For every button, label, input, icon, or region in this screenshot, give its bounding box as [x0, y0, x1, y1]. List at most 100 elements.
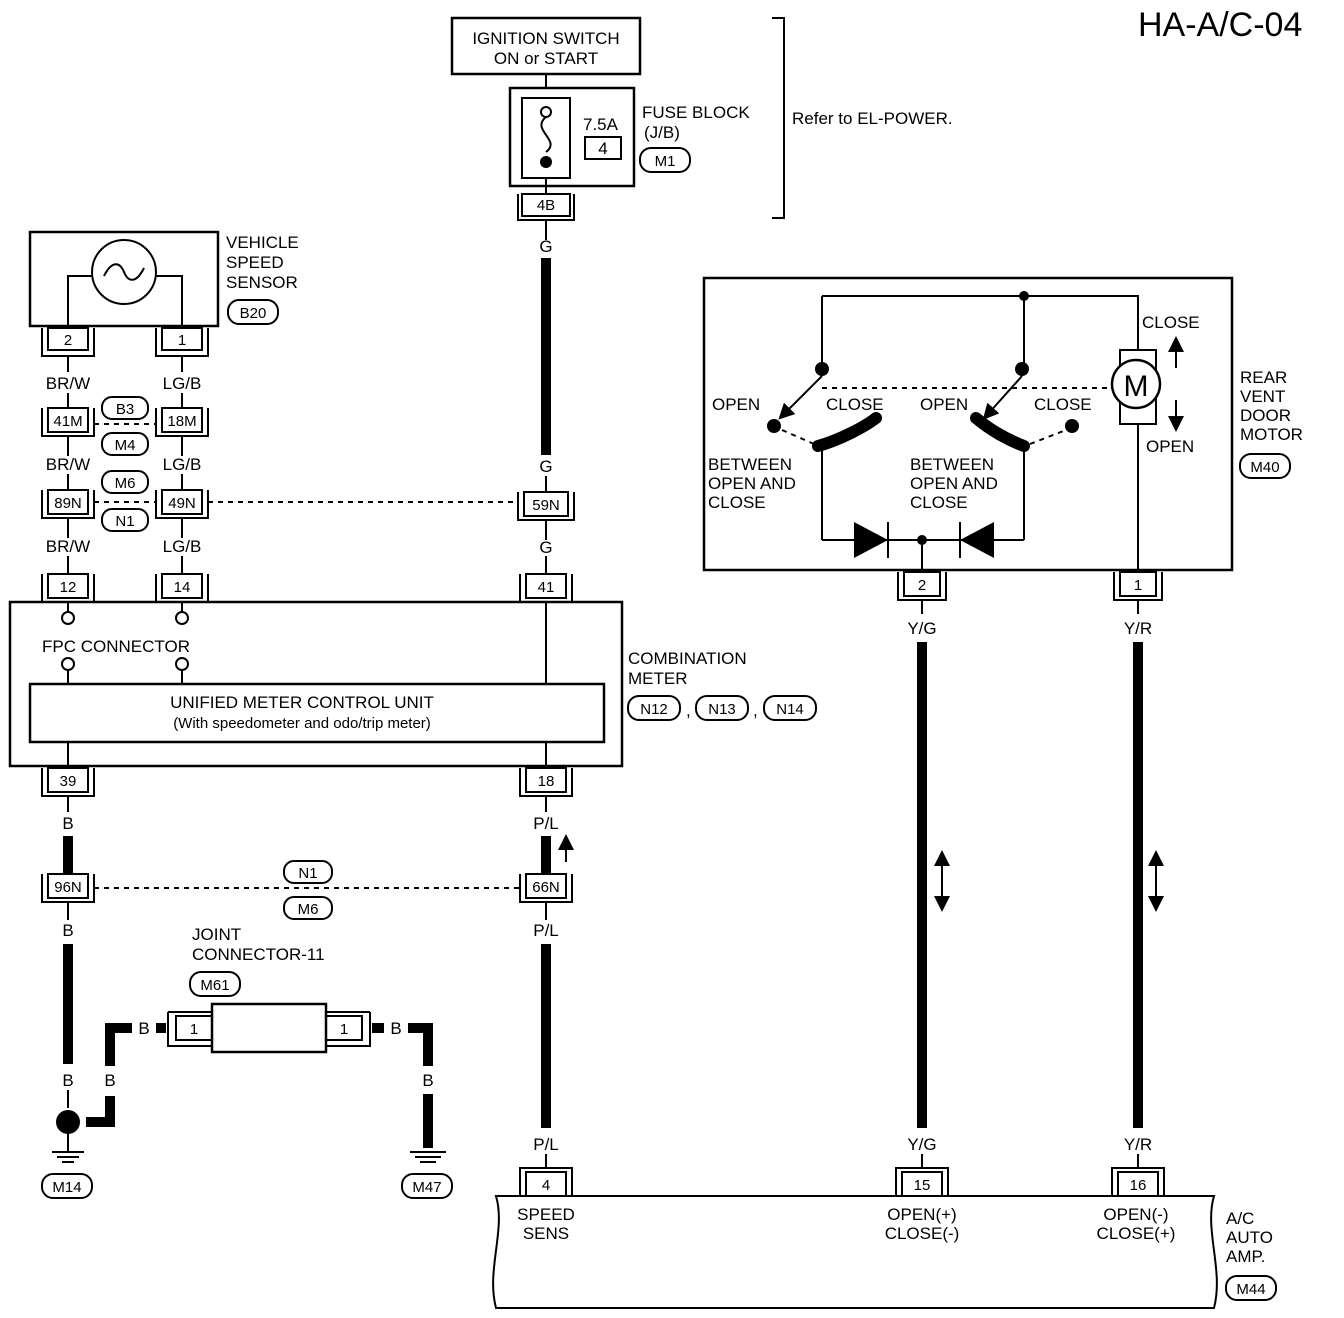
fuse-number: 4 [598, 139, 607, 158]
wire-b-joint-right [408, 1023, 433, 1066]
joint-connector-label: JOINT [192, 925, 241, 944]
svg-text:M47: M47 [412, 1179, 441, 1196]
meter-pin-18: 18 [519, 767, 573, 797]
svg-text:18: 18 [538, 773, 555, 790]
svg-text:B: B [104, 1071, 115, 1090]
svg-text:OPEN(+): OPEN(+) [887, 1205, 956, 1224]
connector-badge-m6-lower: M6 [283, 896, 333, 920]
svg-text:41: 41 [538, 579, 555, 596]
svg-text:Y/R: Y/R [1124, 1135, 1152, 1154]
wire-b-joint-left [105, 1023, 132, 1066]
unified-meter-unit: UNIFIED METER CONTROL UNIT [170, 693, 434, 712]
svg-text:ON or START: ON or START [494, 49, 598, 68]
svg-text:1: 1 [1134, 577, 1142, 594]
svg-text:G: G [539, 538, 552, 557]
connector-badge-n1-lower: N1 [283, 860, 333, 884]
vss-label: VEHICLE [226, 233, 299, 252]
svg-text:OPEN(-): OPEN(-) [1103, 1205, 1168, 1224]
svg-text:IGNITION SWITCH: IGNITION SWITCH [472, 29, 619, 48]
amp-label: A/C [1226, 1209, 1254, 1228]
svg-text:,: , [753, 701, 758, 720]
svg-text:CLOSE(+): CLOSE(+) [1097, 1224, 1176, 1243]
ground-m47: M47 [401, 1151, 453, 1199]
svg-text:CLOSE: CLOSE [708, 493, 766, 512]
svg-text:CLOSE: CLOSE [1034, 395, 1092, 414]
svg-text:AUTO: AUTO [1226, 1228, 1273, 1247]
svg-text:2: 2 [918, 577, 926, 594]
svg-text:59N: 59N [532, 497, 560, 514]
connector-badge-m61: M61 [189, 971, 241, 997]
connector-badge-n14: N14 [763, 695, 817, 721]
svg-text:N14: N14 [776, 701, 804, 718]
svg-text:CLOSE: CLOSE [826, 395, 884, 414]
vss-pin-2: 2 [41, 327, 95, 357]
svg-text:(With speedometer and odo/trip: (With speedometer and odo/trip meter) [173, 715, 431, 732]
svg-text:B: B [422, 1071, 433, 1090]
ground-splice [56, 1110, 80, 1134]
svg-text:CLOSE: CLOSE [1142, 313, 1200, 332]
connector-badge-m1: M1 [639, 147, 691, 173]
svg-text:DOOR: DOOR [1240, 406, 1291, 425]
svg-text:M6: M6 [115, 475, 136, 492]
svg-text:B: B [62, 814, 73, 833]
connector-66n: 66N [519, 873, 573, 903]
svg-text:BETWEEN: BETWEEN [708, 455, 792, 474]
motor-label: REAR [1240, 368, 1287, 387]
svg-text:M14: M14 [52, 1179, 81, 1196]
connector-badge-n12: N12 [627, 695, 681, 721]
svg-text:G: G [539, 237, 552, 256]
ac-auto-amp [492, 1195, 1218, 1309]
svg-text:SENSOR: SENSOR [226, 273, 298, 292]
svg-text:G: G [539, 457, 552, 476]
svg-text:39: 39 [60, 773, 77, 790]
meter-pin-41: 41 [519, 573, 573, 603]
connector-badge-b3: B3 [101, 396, 149, 420]
connector-89n: 89N [41, 489, 95, 519]
svg-text:LG/B: LG/B [163, 374, 202, 393]
connector-96n: 96N [41, 873, 95, 903]
svg-text:M4: M4 [115, 437, 136, 454]
svg-text:OPEN: OPEN [1146, 437, 1194, 456]
svg-text:89N: 89N [54, 495, 82, 512]
svg-text:BETWEEN: BETWEEN [910, 455, 994, 474]
svg-text:SENS: SENS [523, 1224, 569, 1243]
rear-vent-door-motor: M [702, 276, 1234, 572]
svg-text:OPEN AND: OPEN AND [910, 474, 998, 493]
svg-text:16: 16 [1130, 1177, 1147, 1194]
svg-text:49N: 49N [168, 495, 196, 512]
combination-meter-label: COMBINATION [628, 649, 747, 668]
svg-text:AMP.: AMP. [1226, 1247, 1265, 1266]
svg-text:SPEED: SPEED [517, 1205, 575, 1224]
fuse-block: 7.5A 4 4B [508, 86, 636, 221]
svg-text:BR/W: BR/W [46, 537, 90, 556]
connector-badge-m40: M40 [1239, 453, 1291, 479]
connector-49n: 49N [155, 489, 209, 519]
svg-text:CLOSE(-): CLOSE(-) [885, 1224, 960, 1243]
svg-text:,: , [686, 701, 691, 720]
connector-badge-m6: M6 [101, 470, 149, 494]
svg-text:N1: N1 [298, 865, 317, 882]
svg-text:(J/B): (J/B) [644, 123, 680, 142]
meter-pin-12: 12 [41, 573, 95, 603]
svg-text:41M: 41M [53, 413, 82, 430]
wire-b-to-ground [86, 1096, 115, 1127]
connector-41m: 41M [41, 407, 95, 437]
ignition-switch: IGNITION SWITCH ON or START [450, 16, 642, 76]
svg-text:N1: N1 [115, 513, 134, 530]
connector-badge-n13: N13 [695, 695, 749, 721]
svg-text:P/L: P/L [533, 921, 559, 940]
refer-bracket [772, 17, 785, 219]
fpc-connector-label: FPC CONNECTOR [42, 637, 190, 656]
svg-text:66N: 66N [532, 879, 560, 896]
connector-badge-b20: B20 [227, 299, 279, 325]
svg-text:P/L: P/L [533, 814, 559, 833]
vehicle-speed-sensor [28, 230, 220, 328]
svg-text:B20: B20 [240, 305, 267, 322]
svg-text:12: 12 [60, 579, 77, 596]
svg-text:1: 1 [340, 1021, 348, 1038]
motor-pin-2: 2 [897, 571, 947, 601]
ground-m14: M14 [41, 1134, 93, 1199]
svg-text:CLOSE: CLOSE [910, 493, 968, 512]
amp-pin-15: 15 [895, 1167, 949, 1197]
